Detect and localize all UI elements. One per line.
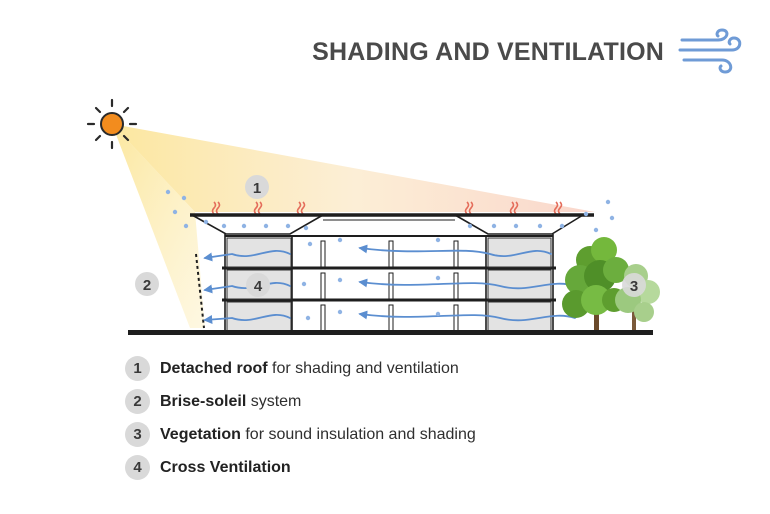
diagram-badge-1: 1: [245, 175, 269, 199]
diagram-badge-4-label: 4: [254, 278, 263, 295]
diagram-badge-1-label: 1: [253, 180, 261, 197]
ground-line: [128, 330, 653, 335]
air-particles: [165, 189, 615, 321]
sun-icon: [86, 98, 138, 150]
legend-desc: system: [246, 392, 302, 410]
legend-bold: Vegetation: [160, 425, 241, 443]
legend-number: 1: [125, 356, 150, 381]
page-title: SHADING AND VENTILATION: [312, 38, 664, 66]
diagram-badge-2: 2: [135, 272, 159, 296]
legend-bold: Cross Ventilation: [160, 458, 291, 476]
airflow-arrows: [203, 244, 576, 324]
legend-item-vegetation: 3 Vegetation for sound insulation and sh…: [125, 418, 476, 451]
legend-bold: Brise-soleil: [160, 392, 247, 410]
legend-number: 4: [125, 455, 150, 480]
legend-number: 3: [125, 422, 150, 447]
legend-text: Cross Ventilation: [160, 459, 291, 477]
diagram-badge-2-label: 2: [143, 277, 151, 294]
legend-item-brise-soleil: 2 Brise-soleil system: [125, 385, 476, 418]
legend: 1 Detached roof for shading and ventilat…: [125, 352, 476, 484]
legend-item-cross-ventilation: 4 Cross Ventilation: [125, 451, 476, 484]
sun-ray-top: [112, 124, 595, 212]
legend-bold: Detached roof: [160, 359, 268, 377]
heat-waves: [211, 201, 563, 215]
diagram-badge-3: 3: [622, 273, 646, 297]
legend-item-detached-roof: 1 Detached roof for shading and ventilat…: [125, 352, 476, 385]
legend-text: Vegetation for sound insulation and shad…: [160, 426, 476, 444]
brise-soleil: [195, 253, 205, 329]
sun-ray-side: [112, 124, 205, 328]
wind-icon: [678, 28, 742, 74]
legend-number: 2: [125, 389, 150, 414]
legend-text: Detached roof for shading and ventilatio…: [160, 360, 459, 378]
legend-desc: for sound insulation and shading: [240, 425, 476, 443]
diagram-badge-4: 4: [246, 273, 270, 297]
legend-text: Brise-soleil system: [160, 393, 301, 411]
legend-desc: for shading and ventilation: [267, 359, 459, 377]
diagram-badge-3-label: 3: [630, 278, 638, 295]
